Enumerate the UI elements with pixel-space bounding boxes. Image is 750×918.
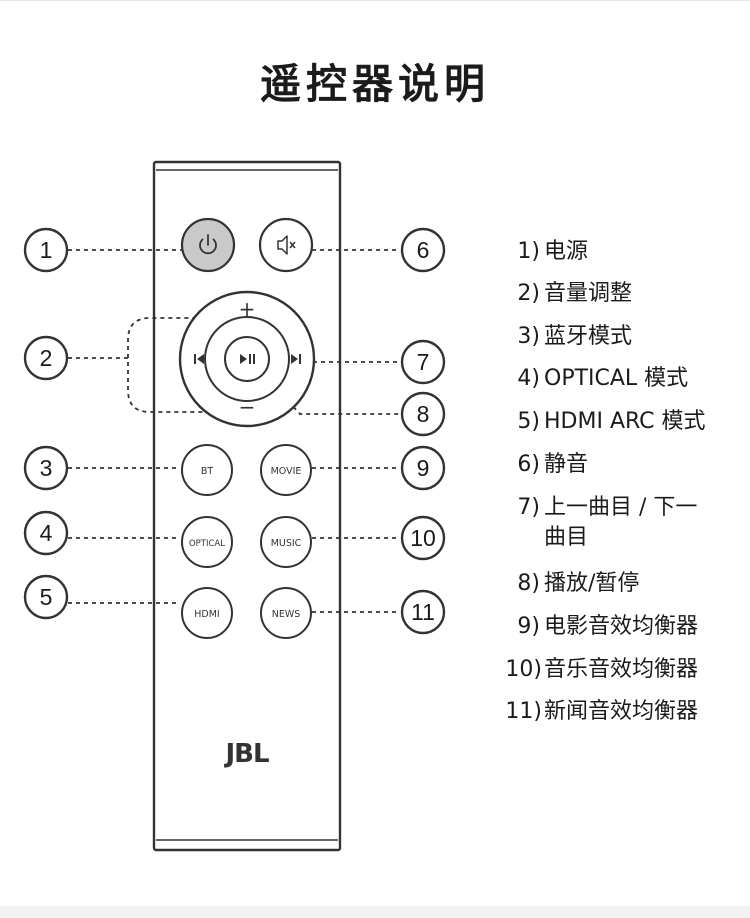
jbl-logo: JBL bbox=[223, 739, 269, 769]
hdmi-label: HDMI bbox=[194, 609, 219, 620]
legend-num: 6) bbox=[517, 452, 540, 477]
next-track-icon bbox=[291, 354, 301, 364]
callout-7-label: 7 bbox=[417, 349, 430, 375]
leader-2a bbox=[68, 357, 215, 413]
legend-item-7: 7) 上一曲目 / 下一 曲目 bbox=[510, 493, 730, 553]
legend-text: 静音 bbox=[544, 452, 589, 477]
legend-item-9: 9) 电影音效均衡器 bbox=[510, 612, 730, 642]
legend-text: 新闻音效均衡器 bbox=[544, 699, 699, 724]
legend-text: 蓝牙模式 bbox=[544, 324, 633, 349]
callout-6 bbox=[400, 227, 446, 273]
leader-2b bbox=[127, 317, 222, 358]
legend-num: 3) bbox=[517, 324, 540, 349]
callout-8-label: 8 bbox=[417, 401, 430, 427]
legend-item-1: 1) 电源 bbox=[510, 237, 730, 267]
legend-item-8: 8) 播放/暂停 bbox=[510, 569, 730, 599]
legend-item-2: 2) 音量调整 bbox=[510, 279, 730, 309]
callout-1 bbox=[23, 227, 69, 273]
callout-10 bbox=[400, 515, 446, 561]
callout-6-label: 6 bbox=[417, 237, 430, 263]
callout-3 bbox=[23, 445, 69, 491]
leader-lines bbox=[68, 249, 400, 613]
legend-item-11: 11) 新闻音效均衡器 bbox=[500, 697, 730, 727]
hdmi-button[interactable]: HDMI bbox=[181, 587, 233, 639]
legend-num: 9) bbox=[517, 614, 540, 639]
callout-4-label: 4 bbox=[40, 520, 53, 546]
legend-item-6: 6) 静音 bbox=[510, 450, 730, 480]
callout-2 bbox=[23, 335, 69, 381]
callout-9 bbox=[400, 445, 446, 491]
play-pause-icon bbox=[240, 354, 255, 364]
legend-num: 5) bbox=[517, 409, 540, 434]
news-label: NEWS bbox=[272, 609, 301, 620]
callout-circles bbox=[23, 227, 446, 635]
legend-text: 播放/暂停 bbox=[544, 571, 640, 596]
callout-7 bbox=[400, 339, 446, 385]
callout-5-label: 5 bbox=[40, 584, 53, 610]
legend-text: 上一曲目 / 下一 bbox=[544, 495, 698, 520]
legend-text: 电影音效均衡器 bbox=[544, 614, 699, 639]
legend-item-3: 3) 蓝牙模式 bbox=[510, 322, 730, 352]
previous-track-button[interactable] bbox=[194, 354, 204, 364]
legend-text: OPTICAL 模式 bbox=[544, 366, 689, 391]
callout-4 bbox=[23, 510, 69, 556]
legend-num: 2) bbox=[517, 281, 540, 306]
music-button[interactable]: MUSIC bbox=[260, 516, 312, 568]
callout-5 bbox=[23, 574, 69, 620]
legend-text: 电源 bbox=[544, 239, 589, 264]
previous-track-icon bbox=[194, 354, 204, 364]
callout-3-label: 3 bbox=[40, 455, 53, 481]
callout-11 bbox=[400, 589, 446, 635]
power-icon bbox=[199, 234, 217, 255]
music-label: MUSIC bbox=[271, 538, 302, 549]
callout-8 bbox=[400, 391, 446, 437]
legend-num: 7) bbox=[517, 495, 540, 520]
legend-item-10: 10) 音乐音效均衡器 bbox=[500, 655, 730, 685]
leader-8 bbox=[254, 365, 400, 415]
legend-text: HDMI ARC 模式 bbox=[544, 409, 706, 434]
legend-num: 4) bbox=[517, 366, 540, 391]
legend-text: 音乐音效均衡器 bbox=[544, 657, 699, 682]
mute-icon bbox=[277, 235, 296, 255]
play-pause-button[interactable] bbox=[224, 336, 270, 382]
optical-label: OPTICAL bbox=[189, 539, 225, 549]
callout-10-label: 10 bbox=[410, 525, 436, 551]
next-track-button[interactable] bbox=[291, 354, 301, 364]
page-title: 遥控器说明 bbox=[260, 60, 490, 108]
movie-button[interactable]: MOVIE bbox=[260, 444, 312, 496]
movie-label: MOVIE bbox=[271, 466, 302, 477]
legend-text: 音量调整 bbox=[544, 281, 633, 306]
bt-label: BT bbox=[201, 466, 214, 477]
callout-11-label: 11 bbox=[411, 599, 435, 625]
legend-item-5: 5) HDMI ARC 模式 bbox=[510, 407, 730, 437]
top-divider bbox=[0, 0, 750, 1]
news-button[interactable]: NEWS bbox=[260, 587, 312, 639]
volume-up-button[interactable]: + bbox=[239, 297, 256, 321]
bt-button[interactable]: BT bbox=[181, 444, 233, 496]
legend-text-continued: 曲目 bbox=[544, 525, 589, 550]
legend-num: 10) bbox=[505, 657, 542, 682]
volume-down-button[interactable]: − bbox=[239, 395, 256, 419]
legend-num: 11) bbox=[505, 699, 542, 724]
svg-text:JBL: JBL bbox=[223, 739, 268, 769]
legend-num: 1) bbox=[517, 239, 540, 264]
legend-item-4: 4) OPTICAL 模式 bbox=[510, 364, 730, 394]
optical-button[interactable]: OPTICAL bbox=[181, 516, 233, 568]
mute-button[interactable] bbox=[258, 217, 314, 273]
callout-2-label: 2 bbox=[40, 345, 53, 371]
callout-1-label: 1 bbox=[40, 237, 53, 263]
legend-num: 8) bbox=[517, 571, 540, 596]
bottom-band bbox=[0, 906, 750, 918]
callout-9-label: 9 bbox=[417, 455, 430, 481]
power-button[interactable] bbox=[180, 217, 236, 273]
